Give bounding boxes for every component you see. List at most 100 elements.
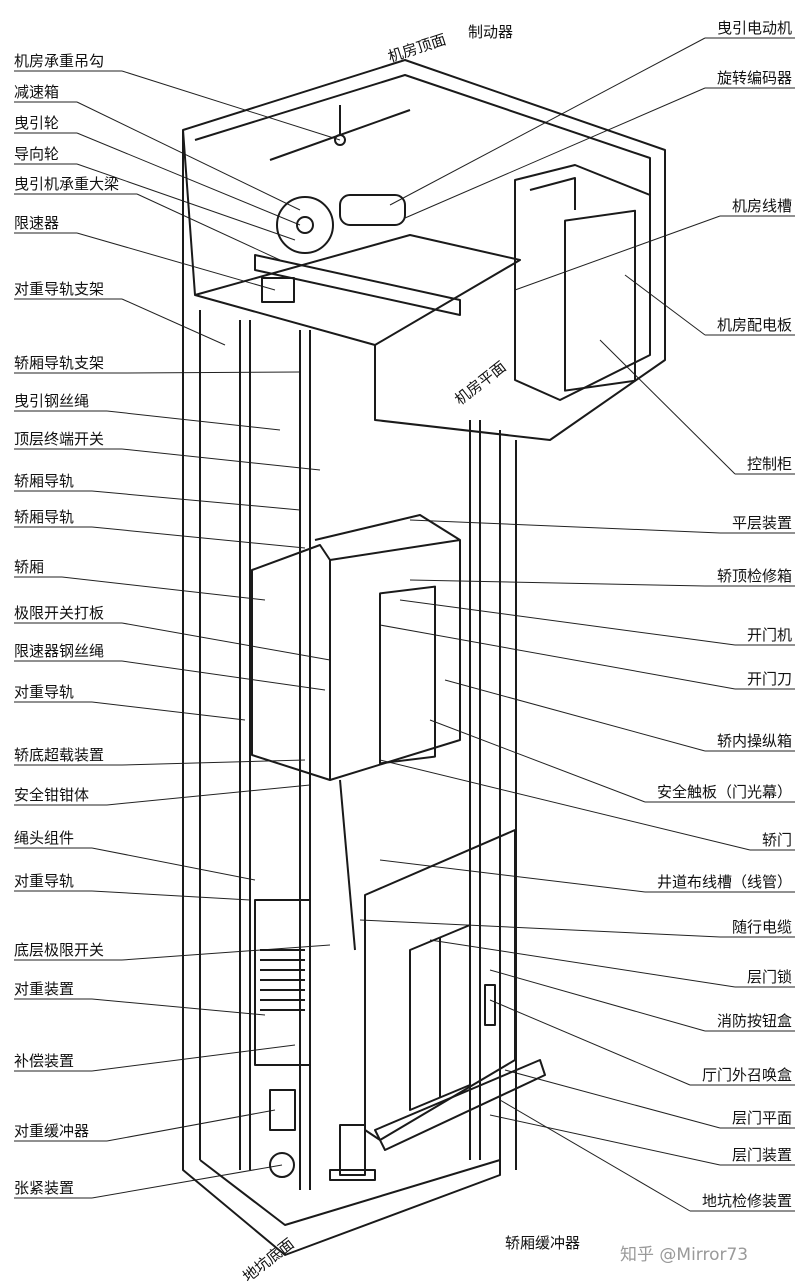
left-label-1: 减速箱 — [14, 83, 60, 101]
right-label-6: 轿顶检修箱 — [716, 567, 792, 585]
machine-room-outline — [182, 59, 666, 441]
right-label-4: 控制柜 — [746, 455, 792, 473]
right-leader-15 — [489, 969, 706, 1032]
left-leader-15 — [91, 701, 246, 721]
hook-ring — [334, 134, 346, 146]
left-leader-8 — [106, 410, 281, 431]
left-label-16: 轿底超载装置 — [14, 746, 105, 764]
left-label-22: 补偿装置 — [14, 1052, 75, 1070]
left-leader-9 — [121, 448, 321, 471]
left-leader-1 — [76, 101, 301, 211]
right-label-19: 地坑检修装置 — [701, 1192, 792, 1210]
right-leader-10 — [429, 719, 646, 803]
right-leader-4 — [599, 339, 736, 475]
hall-call-box — [484, 984, 496, 1026]
counterweight-frame — [254, 899, 311, 1066]
control-cabinet-door — [564, 209, 636, 392]
elevator-structure — [182, 59, 666, 1256]
right-label-0: 曳引电动机 — [716, 19, 792, 37]
right-label-2: 机房线槽 — [731, 197, 792, 215]
car-buffer — [339, 1124, 366, 1176]
right-leader-0 — [389, 37, 706, 206]
left-leader-20 — [121, 944, 331, 961]
left-label-15: 对重导轨 — [14, 683, 75, 701]
left-label-17: 安全钳钳体 — [14, 786, 90, 804]
traction-sheave — [276, 196, 334, 254]
left-leader-2 — [76, 132, 301, 226]
control-room — [514, 164, 651, 401]
left-leader-4 — [136, 193, 281, 261]
left-leader-19 — [91, 890, 251, 901]
car-body — [251, 544, 331, 781]
right-leader-7 — [399, 599, 736, 646]
left-leader-23 — [106, 1109, 276, 1142]
left-leader-3 — [76, 163, 296, 241]
machine-room-floor — [194, 234, 521, 346]
sheave-hub — [296, 216, 314, 234]
left-leader-13 — [121, 622, 331, 661]
right-label-1: 旋转编码器 — [716, 69, 792, 87]
right-leader-5 — [409, 519, 721, 534]
left-leader-21 — [91, 998, 266, 1016]
left-leader-7 — [121, 371, 301, 374]
landing-sill — [374, 1059, 546, 1151]
right-leader-19 — [499, 1099, 691, 1212]
right-label-11: 轿门 — [761, 831, 792, 849]
car-buffer-base — [329, 1169, 376, 1181]
right-leader-1 — [404, 87, 706, 219]
left-leader-17 — [106, 784, 311, 806]
left-label-12: 轿厢 — [14, 558, 45, 576]
left-label-18: 绳头组件 — [14, 829, 75, 847]
left-leader-11 — [91, 526, 306, 549]
left-label-11: 轿厢导轨 — [14, 508, 75, 526]
right-leader-18 — [489, 1114, 721, 1166]
right-leader-13 — [359, 919, 721, 938]
leader-lines — [14, 37, 795, 1212]
cabinet-frame — [529, 177, 576, 210]
left-label-13: 极限开关打板 — [14, 604, 105, 622]
right-label-8: 开门刀 — [746, 670, 792, 688]
right-leader-17 — [504, 1069, 721, 1129]
left-label-3: 导向轮 — [14, 145, 60, 163]
left-label-2: 曳引轮 — [14, 114, 60, 132]
right-leader-16 — [489, 999, 691, 1086]
right-leader-8 — [379, 624, 736, 690]
left-label-6: 对重导轨支架 — [14, 280, 105, 298]
right-leader-12 — [379, 859, 646, 893]
right-label-3: 机房配电板 — [716, 316, 792, 334]
cw-buffer — [269, 1089, 296, 1131]
left-leader-5 — [76, 232, 276, 291]
right-label-15: 消防按钮盒 — [716, 1012, 792, 1030]
brake-label: 制动器 — [468, 23, 514, 41]
left-label-19: 对重导轨 — [14, 872, 75, 890]
left-label-4: 曳引机承重大梁 — [14, 175, 120, 193]
right-leader-2 — [514, 215, 721, 291]
car-front — [329, 539, 461, 781]
left-label-20: 底层极限开关 — [14, 941, 105, 959]
left-label-10: 轿厢导轨 — [14, 472, 75, 490]
left-leader-10 — [91, 490, 301, 511]
left-label-7: 轿厢导轨支架 — [14, 354, 105, 372]
left-leader-6 — [121, 298, 226, 346]
left-label-5: 限速器 — [14, 214, 60, 232]
traveling-cable — [339, 779, 356, 951]
right-leader-9 — [444, 679, 706, 752]
right-label-18: 层门装置 — [731, 1146, 792, 1164]
right-label-5: 平层装置 — [731, 514, 792, 532]
hoistway-left-wall — [182, 130, 501, 1256]
left-leader-18 — [91, 847, 256, 881]
left-leader-0 — [121, 70, 341, 141]
right-label-12: 井道布线槽（线管） — [656, 873, 792, 891]
left-label-0: 机房承重吊勾 — [14, 52, 105, 70]
left-label-23: 对重缓冲器 — [14, 1122, 90, 1140]
left-leader-16 — [121, 759, 306, 766]
left-label-8: 曳引钢丝绳 — [14, 392, 90, 410]
car-top-frame — [314, 514, 461, 541]
tensioner-wheel — [269, 1152, 295, 1178]
right-leader-11 — [379, 759, 751, 851]
left-label-21: 对重装置 — [14, 980, 75, 998]
left-leader-24 — [91, 1164, 283, 1199]
car-door-panel — [379, 585, 436, 765]
right-leader-6 — [409, 579, 706, 587]
